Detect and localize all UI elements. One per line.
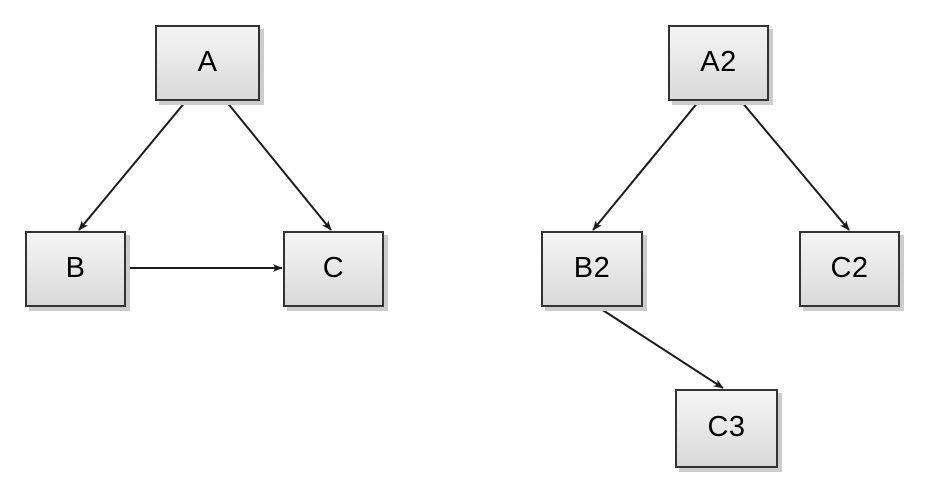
edges-group bbox=[78, 100, 850, 389]
node-a-label: A bbox=[197, 45, 218, 78]
node-a2-label: A2 bbox=[700, 45, 737, 78]
node-b-label: B bbox=[65, 251, 86, 284]
edge-b2-c3[interactable] bbox=[597, 306, 724, 389]
node-c[interactable]: C bbox=[283, 231, 384, 307]
node-c3-label: C3 bbox=[707, 411, 746, 443]
node-a2[interactable]: A2 bbox=[668, 25, 769, 101]
node-a[interactable]: A bbox=[155, 25, 260, 101]
edge-a-c[interactable] bbox=[225, 100, 332, 231]
edge-a-b[interactable] bbox=[78, 100, 187, 231]
node-b[interactable]: B bbox=[25, 231, 126, 307]
node-c-label: C bbox=[322, 251, 345, 284]
node-c2[interactable]: C2 bbox=[799, 231, 900, 307]
edge-a2-b2[interactable] bbox=[592, 100, 700, 231]
node-b2[interactable]: B2 bbox=[541, 231, 643, 307]
node-c3[interactable]: C3 bbox=[675, 389, 778, 468]
edge-a2-c2[interactable] bbox=[740, 100, 850, 231]
node-c2-label: C2 bbox=[830, 251, 869, 284]
node-b2-label: B2 bbox=[573, 251, 611, 284]
